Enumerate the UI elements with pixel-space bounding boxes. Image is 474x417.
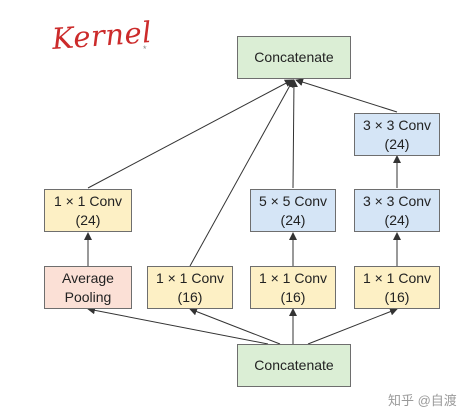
node-filters: (24) — [384, 135, 410, 152]
node-filters: (24) — [384, 211, 410, 228]
edge-branch1-to-output — [189, 79, 294, 267]
concatenate-output-box: Concatenate — [237, 36, 351, 79]
node-label: 3 × 3 Conv — [362, 116, 432, 133]
node-label: 1 × 1 Conv — [258, 269, 328, 286]
node-label: 5 × 5 Conv — [258, 192, 328, 209]
node-label: 1 × 1 Conv — [362, 269, 432, 286]
edge-input-to-avg-pool — [87, 306, 269, 345]
watermark: 知乎 @自渡 — [388, 393, 457, 408]
node-filters: (24) — [280, 211, 306, 228]
node-label: Average — [62, 269, 114, 286]
node-filters: (16) — [280, 288, 306, 305]
node-label-second-line: Pooling — [64, 288, 112, 305]
node-filters: (16) — [384, 288, 410, 305]
node-label: 1 × 1 Conv — [53, 192, 123, 209]
node-filters: (24) — [75, 211, 101, 228]
branch1-1x1-conv-box: 1 × 1 Conv (16) — [147, 266, 233, 309]
node-label: Concatenate — [254, 49, 334, 65]
edge-input-to-branch1 — [189, 307, 281, 345]
edge-branch3-to-output — [295, 78, 398, 113]
branch2-5x5-conv-box: 5 × 5 Conv (24) — [250, 189, 336, 232]
concatenate-input-box: Concatenate — [237, 344, 351, 387]
node-label: 1 × 1 Conv — [155, 269, 225, 286]
kernel-annotation: Kernel — [50, 15, 153, 56]
node-filters: (16) — [177, 288, 203, 305]
branch2-1x1-conv-box: 1 × 1 Conv (16) — [250, 266, 336, 309]
kernel-annotation-mark: * — [143, 44, 147, 54]
average-pooling-box: Average Pooling — [44, 266, 132, 309]
edge-input-to-branch3 — [307, 307, 398, 345]
edge-branch2-to-output — [289, 79, 298, 189]
branch3-1x1-conv-box: 1 × 1 Conv (16) — [354, 266, 440, 309]
avg-pool-1x1-conv-box: 1 × 1 Conv (24) — [44, 189, 132, 232]
branch3-3x3-conv-first-box: 3 × 3 Conv (24) — [354, 189, 440, 232]
node-label: Concatenate — [254, 357, 334, 373]
edge-avg-1x1-to-output — [87, 79, 293, 189]
node-label: 3 × 3 Conv — [362, 192, 432, 209]
branch3-3x3-conv-second-box: 3 × 3 Conv (24) — [354, 113, 440, 156]
